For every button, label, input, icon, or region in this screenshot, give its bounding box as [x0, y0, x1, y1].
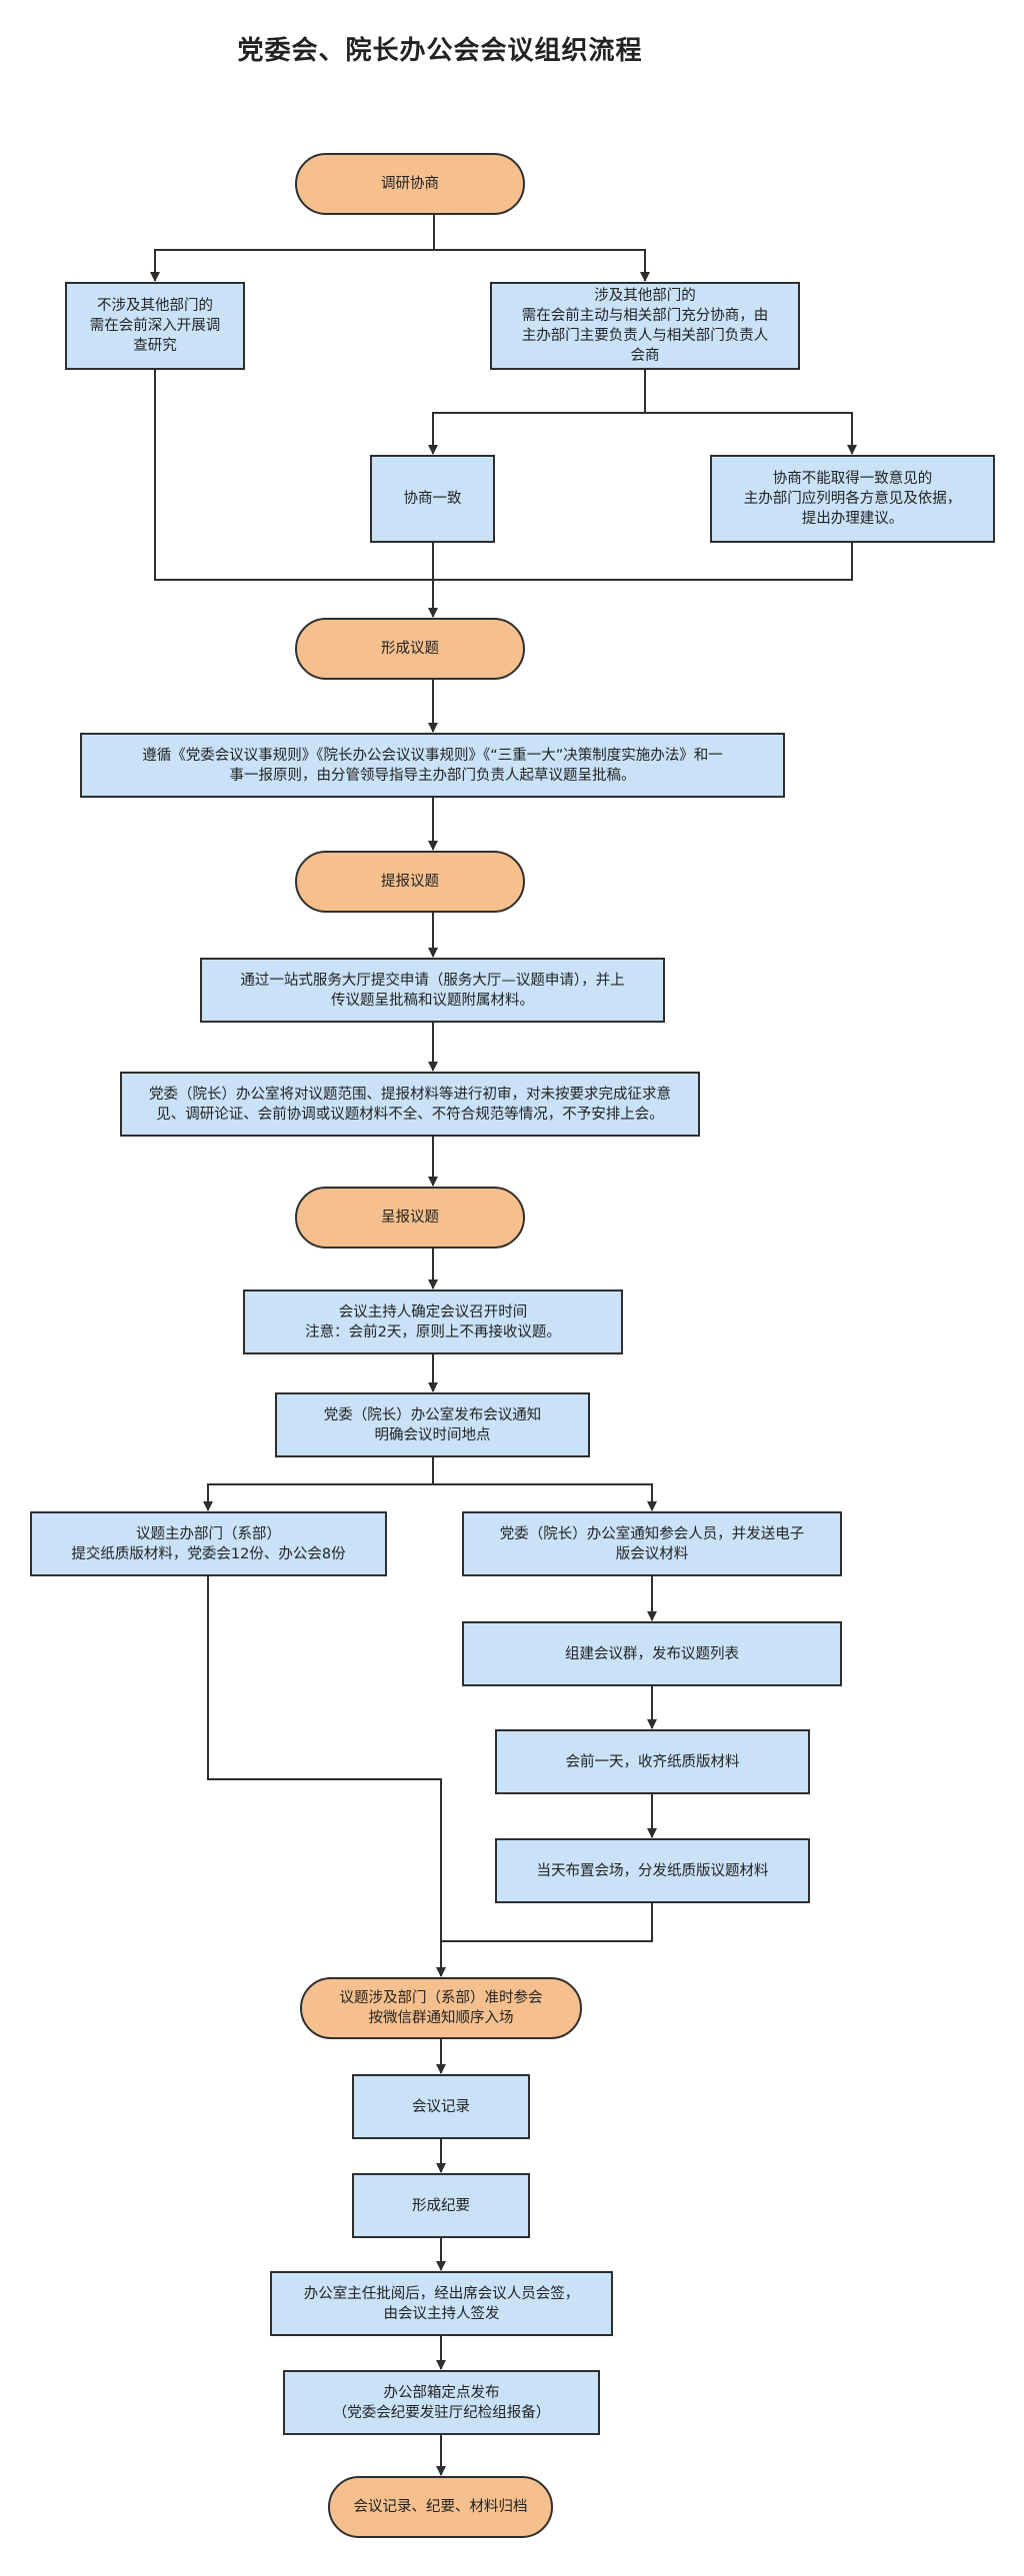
- node-publish: 办公部箱定点发布 （党委会纪要发驻厅纪检组报备）: [283, 2370, 600, 2435]
- node-sign: 办公室主任批阅后，经出席会议人员会签， 由会议主持人签发: [270, 2271, 613, 2336]
- node-research: 调研协商: [295, 153, 525, 215]
- node-other-dept: 涉及其他部门的 需在会前主动与相关部门充分协商，由 主办部门主要负责人与相关部门…: [490, 282, 800, 370]
- node-no-other-dept: 不涉及其他部门的 需在会前深入开展调 查研究: [65, 282, 245, 370]
- node-issue-notice: 党委（院长）办公室发布会议通知 明确会议时间地点: [275, 1392, 590, 1457]
- node-attend: 议题涉及部门（系部）准时参会 按微信群通知顺序入场: [300, 1977, 582, 2039]
- edge-notice-right: [433, 1483, 657, 1511]
- node-online-submit: 通过一站式服务大厅提交申请（服务大厅—议题申请），并上 传议题呈批稿和议题附属材…: [200, 958, 665, 1023]
- node-archive: 会议记录、纪要、材料归档: [328, 2476, 553, 2538]
- node-initial-review: 党委（院长）办公室将对议题范围、提报材料等进行初审，对未按要求完成征求意 见、调…: [120, 1072, 700, 1137]
- node-submit-topic: 提报议题: [295, 851, 525, 913]
- edge-notice-left: [203, 1483, 433, 1511]
- node-set-time: 会议主持人确定会议召开时间 注意：会前2天，原则上不再接收议题。: [243, 1289, 623, 1354]
- node-arrange-venue: 当天布置会场，分发纸质版议题材料: [495, 1838, 810, 1903]
- node-consensus: 协商一致: [370, 455, 495, 543]
- edge-otherdept-right: [645, 412, 857, 455]
- edge-noconsensus-merge: [433, 543, 853, 581]
- edge-venue-attend: [441, 1903, 653, 1942]
- node-minutes: 形成纪要: [352, 2173, 530, 2238]
- node-notify-attendees: 党委（院长）办公室通知参会人员，并发送电子 版会议材料: [462, 1511, 842, 1576]
- edge-research-left: [150, 249, 434, 282]
- node-rules: 遵循《党委会议议事规则》《院长办公会议议事规则》《“三重一大”决策制度实施办法》…: [80, 733, 785, 798]
- diagram-title: 党委会、院长办公会会议组织流程: [237, 36, 643, 66]
- edge-nootherdept-merge: [154, 370, 433, 581]
- node-form-topic: 形成议题: [295, 618, 525, 680]
- node-host-dept: 议题主办部门（系部） 提交纸质版材料，党委会12份、办公会8份: [30, 1511, 387, 1576]
- node-build-group: 组建会议群，发布议题列表: [462, 1621, 842, 1686]
- node-no-consensus: 协商不能取得一致意见的 主办部门应列明各方意见及依据， 提出办理建议。: [710, 455, 995, 543]
- edge-hostdept-attend: [207, 1576, 446, 1977]
- node-record: 会议记录: [352, 2074, 530, 2139]
- edge-otherdept-left: [428, 412, 645, 455]
- node-collect-paper: 会前一天，收齐纸质版材料: [495, 1729, 810, 1794]
- node-present-topic: 呈报议题: [295, 1187, 525, 1249]
- edge-research-right: [434, 249, 650, 282]
